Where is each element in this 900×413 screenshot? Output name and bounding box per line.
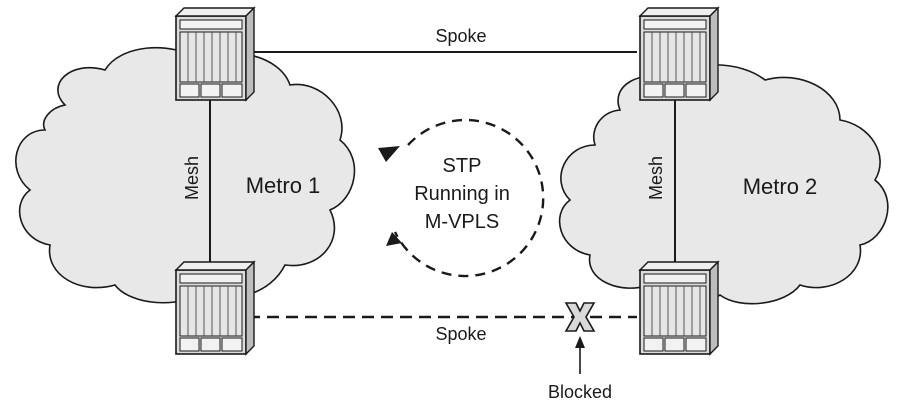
blocked-label: Blocked (548, 382, 612, 402)
stp-label-line2: Running in (414, 183, 510, 205)
stp-arrow-upper (378, 146, 400, 162)
mesh-right-label: Mesh (646, 156, 666, 200)
router-top-left (175, 7, 255, 101)
spoke-bottom-label: Spoke (435, 324, 486, 344)
stp-arrow-lower (386, 232, 402, 246)
metro2-cloud (558, 63, 889, 305)
metro2-label: Metro 2 (743, 174, 818, 199)
spoke-top-label: Spoke (435, 26, 486, 46)
blocked-arrowhead-icon (575, 336, 585, 348)
stp-label-line1: STP (443, 155, 482, 177)
metro1-label: Metro 1 (246, 173, 321, 198)
router-bottom-right (639, 261, 719, 355)
blocked-x-icon (564, 302, 596, 332)
mesh-left-label: Mesh (182, 156, 202, 200)
router-top-right (639, 7, 719, 101)
stp-label-line3: M-VPLS (425, 211, 499, 233)
router-bottom-left (175, 261, 255, 355)
